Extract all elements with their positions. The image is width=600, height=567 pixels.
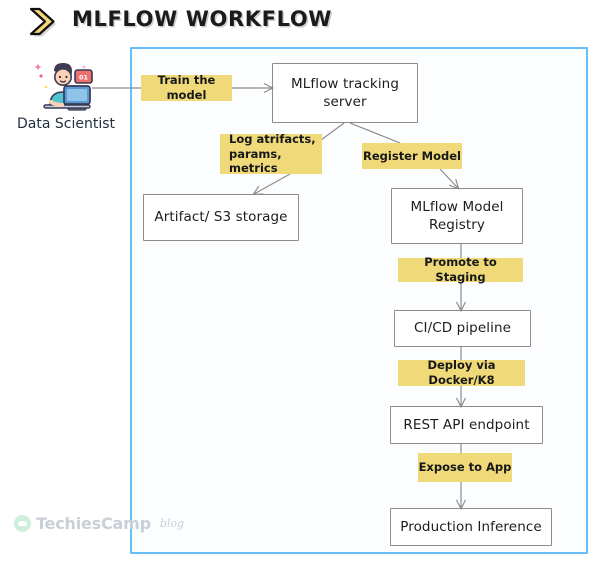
node-label-line1: MLflow tracking xyxy=(291,75,399,92)
data-scientist-icon: 01 xyxy=(34,58,98,114)
node-mlflow-tracking-server[interactable]: MLflow tracking server xyxy=(272,63,418,123)
node-label-line1: CI/CD pipeline xyxy=(413,320,512,337)
edge-label-text-line1: Log atrifacts, xyxy=(229,131,316,146)
node-artifact-s3-storage[interactable]: Artifact/ S3 storage xyxy=(143,194,299,241)
svg-text:01: 01 xyxy=(79,74,89,82)
edge-label-text: Train the model xyxy=(157,73,216,102)
watermark: TechiesCamp blog xyxy=(14,514,184,533)
page-header: MLFLOW WORKFLOW xyxy=(0,0,600,44)
watermark-suffix: blog xyxy=(159,517,185,530)
edge-label-text: Promote to Staging xyxy=(424,255,497,284)
node-label-line1: Artifact/ S3 storage xyxy=(154,209,288,226)
chevron-right-icon xyxy=(28,6,62,38)
node-cicd-pipeline[interactable]: CI/CD pipeline xyxy=(394,310,531,347)
node-label-line2: Registry xyxy=(428,217,486,233)
edge-label-text: Deploy via Docker/K8 xyxy=(427,358,496,387)
node-label-line1: MLflow Model xyxy=(410,198,504,215)
node-rest-api-endpoint[interactable]: REST API endpoint xyxy=(390,406,543,444)
edge-label-text-line2: params, metrics xyxy=(229,146,282,176)
actor-label: Data Scientist xyxy=(17,116,115,132)
techiescamp-logo-icon xyxy=(14,515,31,532)
edge-label-register-model[interactable]: Register Model xyxy=(362,143,462,169)
edge-label-expose-to-app[interactable]: Expose to App xyxy=(418,453,512,482)
page-title: MLFLOW WORKFLOW xyxy=(72,7,333,31)
node-mlflow-model-registry[interactable]: MLflow Model Registry xyxy=(391,188,523,244)
edge-label-text: Expose to App xyxy=(418,460,512,475)
node-label-line2: server xyxy=(323,94,367,110)
node-label-line1: REST API endpoint xyxy=(403,416,530,433)
edge-label-text: Register Model xyxy=(363,148,461,163)
edge-label-deploy-via-docker[interactable]: Deploy via Docker/K8 xyxy=(398,358,525,387)
watermark-brand: TechiesCamp xyxy=(36,514,151,533)
edge-label-log-artifacts[interactable]: Log atrifacts, params, metrics xyxy=(220,131,322,176)
actor-data-scientist: 01 Data Scientist xyxy=(8,58,124,136)
edge-label-promote-to-staging[interactable]: Promote to Staging xyxy=(398,255,523,284)
node-label-line1: Production Inference xyxy=(400,518,542,535)
diagram-canvas-frame xyxy=(130,47,588,554)
edge-label-train-the-model[interactable]: Train the model xyxy=(141,73,232,102)
node-production-inference[interactable]: Production Inference xyxy=(390,508,552,546)
